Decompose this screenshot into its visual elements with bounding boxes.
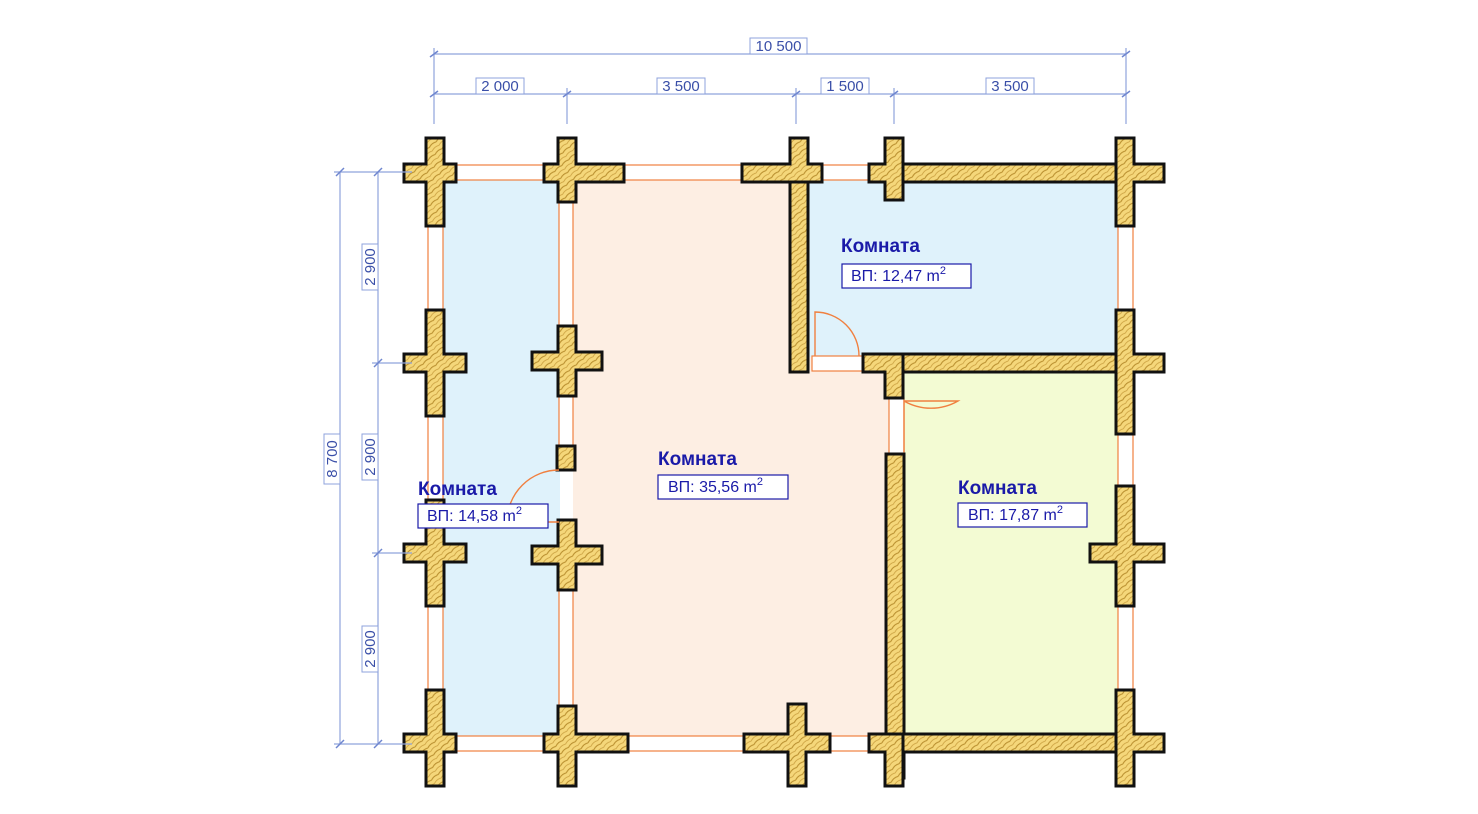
log-wall-bottom-right: [874, 732, 1158, 754]
joint-inner-mid-upper: [530, 324, 604, 398]
wall-right-upper: [1117, 215, 1134, 321]
dimension-top: 10 500 2 000 3 500 1 500 3 500: [429, 37, 1131, 124]
area-box: [657, 474, 789, 500]
room-title: Комната: [658, 449, 737, 470]
joint-bottom-center: [742, 702, 832, 788]
room-label-bottom-right: Комната ВП: 17,87 m2: [957, 478, 1088, 528]
area-value: ВП: 12,47 m2: [851, 265, 946, 285]
wall-right-mid: [1117, 425, 1134, 495]
area-value: ВП: 17,87 m2: [968, 504, 1063, 524]
area-value: ВП: 35,56 m2: [668, 476, 763, 496]
door-swing-top-right: [814, 311, 860, 357]
joint-top-right-inner: [867, 136, 905, 202]
joint-left-mid-upper: [402, 308, 468, 418]
log-stub: [555, 444, 577, 472]
wall-right-lower: [1117, 597, 1134, 699]
joint-top-left: [402, 136, 458, 228]
dimension-left: 8 700 2 900 2 900 2 900: [323, 167, 412, 749]
area-box: [957, 502, 1088, 528]
wall-door-right: [888, 397, 905, 455]
joint-top-right: [1114, 136, 1166, 228]
wall-inner-left-lower: [558, 581, 574, 715]
room-fill-bottom-right: [904, 371, 1118, 736]
joint-right-mid: [1114, 308, 1166, 436]
log-wall-right-mid: [868, 352, 1158, 374]
room-fills: [443, 180, 1118, 736]
area-box: [417, 503, 549, 529]
wall-door-top-right: [811, 355, 869, 372]
area-value: ВП: 14,58 m2: [427, 505, 522, 525]
log-joints: [402, 136, 1166, 788]
dim-left-segment-3: 2 900: [362, 630, 379, 668]
room-title: Комната: [958, 478, 1037, 499]
room-label-top-right: Комната ВП: 12,47 m2: [841, 236, 972, 289]
joint-bottom-right: [1114, 688, 1166, 788]
joint-top-inner-left: [542, 136, 626, 204]
wall-top-center: [611, 164, 755, 181]
room-label-center: Комната ВП: 35,56 m2: [657, 449, 789, 500]
dim-top-segment-2: 3 500: [662, 78, 700, 95]
room-fill-left: [443, 180, 560, 736]
wall-top-left: [444, 164, 558, 181]
joint-right-mid-left: [861, 352, 905, 400]
joint-left-mid-lower: [402, 498, 468, 608]
room-title: Комната: [418, 479, 497, 500]
dim-left-segment-2: 2 900: [362, 438, 379, 476]
door-swing-bottom-right: [903, 399, 961, 452]
joint-bottom-right-inner: [867, 732, 905, 788]
log-wall-right-room-divider: [884, 452, 906, 780]
wall-inner-left-upper: [558, 201, 574, 335]
joint-bottom-inner-left: [542, 704, 630, 788]
dim-left-segment-1: 2 900: [362, 248, 379, 286]
dim-top-segment-1: 2 000: [481, 78, 519, 95]
joint-right-mid-lower: [1088, 484, 1166, 608]
joint-inner-mid-lower: [530, 518, 604, 592]
wall-left-upper: [427, 215, 444, 321]
area-box: [841, 263, 972, 289]
wall-bottom-center: [611, 735, 755, 752]
room-label-left: Комната ВП: 14,58 m2: [417, 479, 549, 529]
joint-top-center: [740, 136, 824, 184]
room-fill-center-extension: [810, 370, 890, 736]
joint-bottom-left: [402, 688, 458, 788]
log-wall-top-right: [874, 162, 1158, 184]
wall-left-lower: [427, 595, 444, 701]
dim-top-segment-4: 3 500: [991, 78, 1029, 95]
dim-top-segment-3: 1 500: [826, 78, 864, 95]
dim-total-width: 10 500: [756, 38, 802, 55]
dim-total-height: 8 700: [324, 440, 341, 478]
room-title: Комната: [841, 236, 920, 257]
wall-bottom-left: [444, 735, 556, 752]
